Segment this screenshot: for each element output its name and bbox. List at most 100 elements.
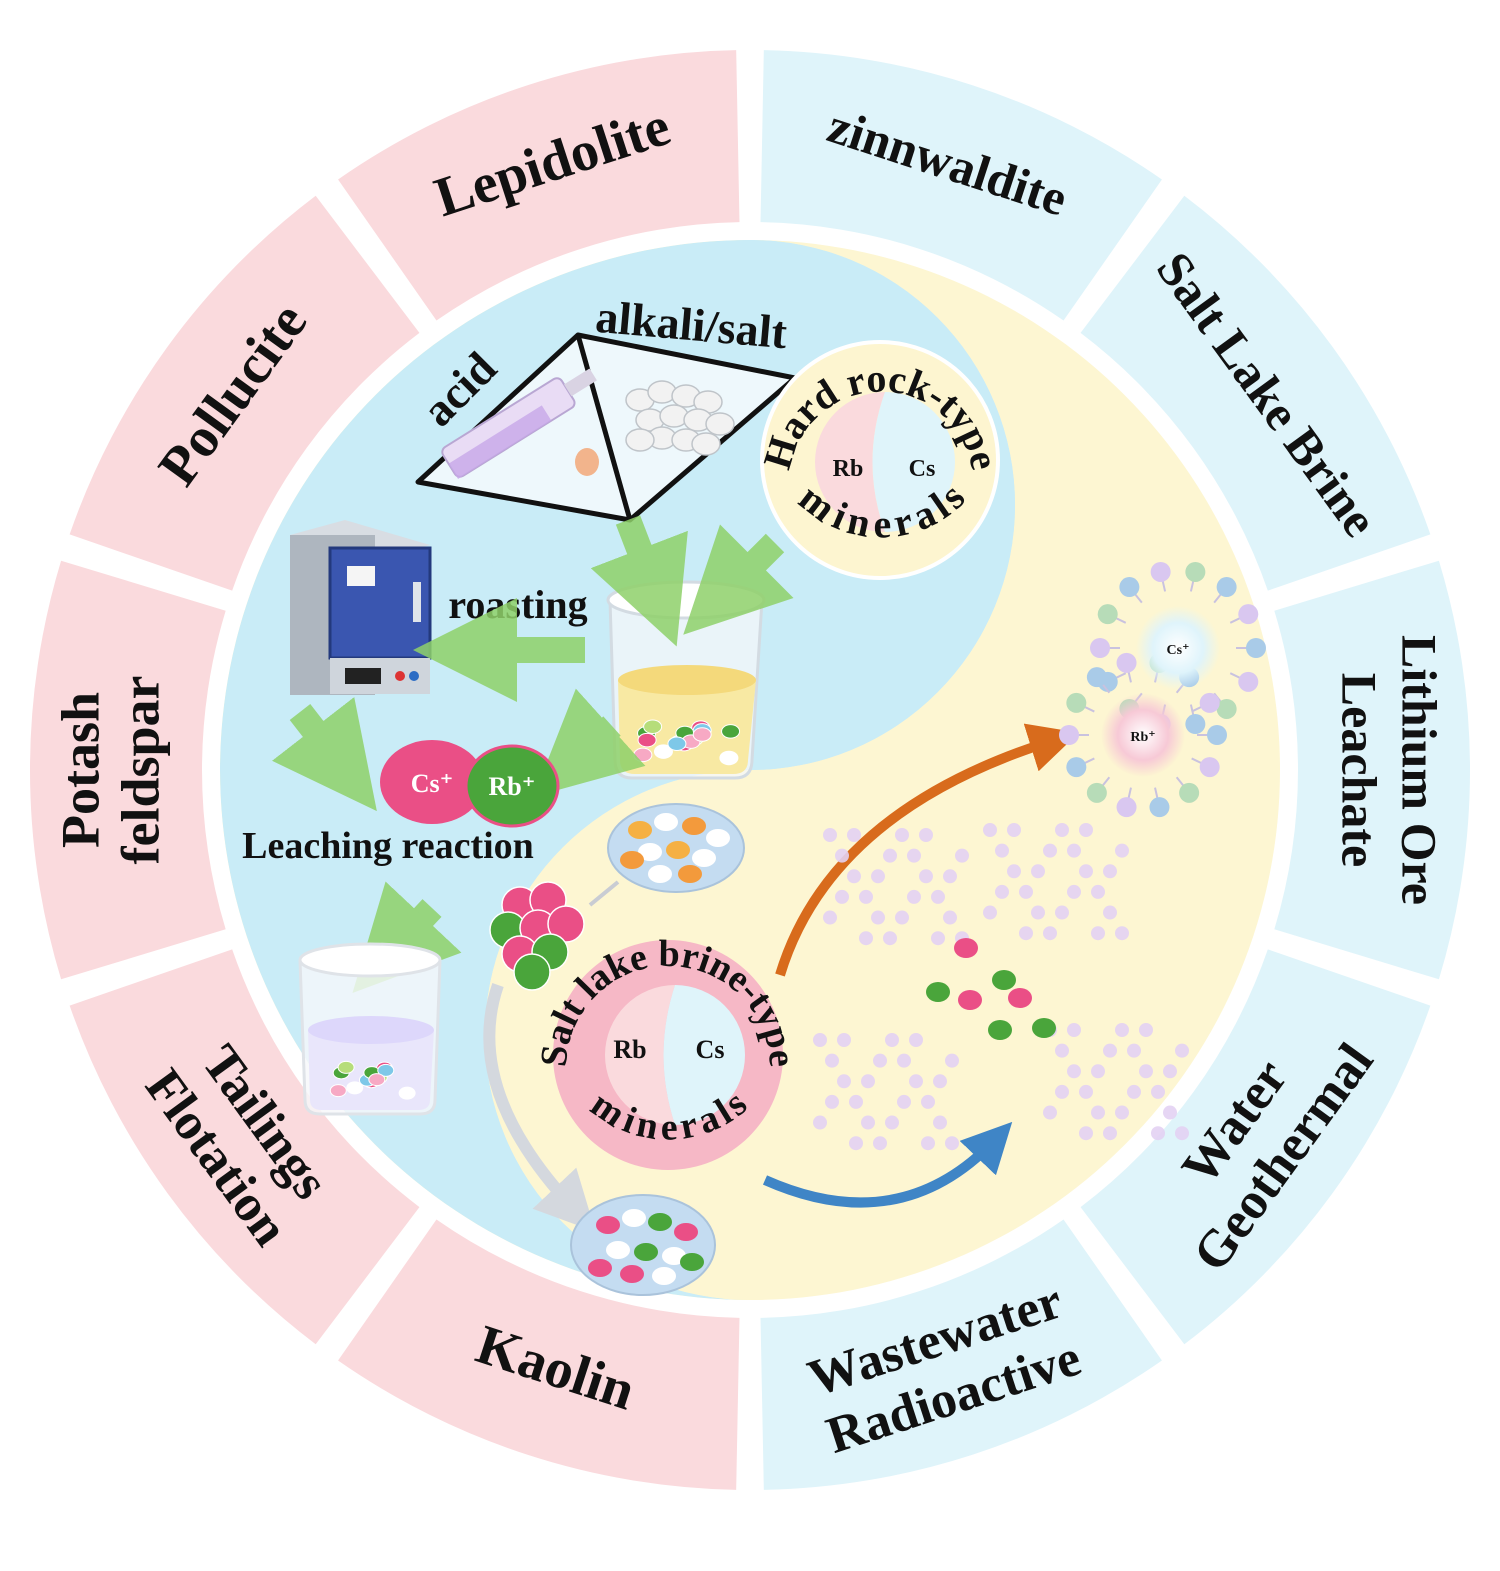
lattice-node [1067, 843, 1081, 858]
ligand-bead [1179, 782, 1200, 803]
lattice-node [909, 1033, 923, 1047]
adsorbent-bead [654, 813, 678, 831]
adsorbent-bead [678, 865, 702, 883]
lattice-node [1079, 823, 1093, 837]
ring-label-feldspar: feldspar [110, 676, 170, 865]
ring-segment [29, 560, 226, 980]
lattice-node [1091, 884, 1105, 899]
lattice-node [871, 869, 885, 884]
ligand-bead [1246, 638, 1266, 658]
lattice-node [1043, 926, 1057, 941]
lattice-node [1139, 1023, 1153, 1037]
lattice-node [919, 828, 933, 842]
lattice-node [1127, 1043, 1141, 1058]
ion-cluster-icon [489, 881, 585, 991]
lattice-node [931, 931, 945, 946]
adsorbed-ion [634, 1243, 658, 1261]
lattice-node [1103, 905, 1117, 920]
ring-label-leachate: Leachate [1332, 673, 1388, 867]
ion-ball [368, 1073, 386, 1087]
adsorbed-ion [622, 1209, 646, 1227]
ion-ball [633, 747, 653, 763]
cs-complex-label: Cs⁺ [1167, 643, 1190, 658]
ring-segment [338, 50, 740, 321]
lattice-node [1007, 864, 1021, 879]
adsorbed-ion [588, 1259, 612, 1277]
adsorbent-bead [638, 843, 662, 861]
lattice-node [983, 823, 997, 837]
lattice-node [861, 1074, 875, 1089]
lattice-node [847, 869, 861, 884]
adsorbed-ion [648, 1213, 672, 1231]
lattice-node [1043, 843, 1057, 858]
free-ion [958, 990, 982, 1010]
ligand-bead [1185, 714, 1206, 735]
lattice-node [1163, 1064, 1177, 1079]
lattice-node [859, 931, 873, 946]
connector-line [588, 880, 620, 907]
ligand-bead [1199, 692, 1220, 713]
lattice-node [1019, 884, 1033, 899]
ligand-bead [1238, 671, 1259, 692]
ligand-bead [1086, 667, 1107, 688]
ion-ball [346, 1081, 364, 1095]
free-ion [954, 938, 978, 958]
lattice-node [933, 1074, 947, 1089]
lattice-node [1067, 1064, 1081, 1079]
ion-ball [721, 724, 741, 739]
lattice-node [1175, 1126, 1189, 1141]
adsorbed-ion [620, 1265, 644, 1283]
ring-segment [760, 1219, 1162, 1490]
hard-rock-badge: Rb Cs Hard rock-type minerals [754, 340, 1008, 580]
salt-pellets-icon [625, 380, 735, 456]
ion-sphere [547, 905, 585, 943]
ring-segment [1080, 949, 1431, 1345]
adsorbed-ion [662, 1247, 686, 1265]
lattice-node [847, 828, 861, 842]
lattice-node [921, 1136, 935, 1151]
lattice-node [837, 1033, 851, 1047]
lattice-node [995, 843, 1009, 858]
pellet [625, 428, 655, 452]
brine-cs-label: Cs [696, 1035, 725, 1064]
adsorbent-dish-bottom [570, 1194, 716, 1296]
lattice-node [1067, 1023, 1081, 1037]
ligand-bead [1216, 577, 1237, 598]
leaching-reaction-label: Leaching reaction [242, 825, 534, 867]
ring-segment [1274, 560, 1471, 980]
lattice-node [1115, 926, 1129, 941]
brine-rb-label: Rb [613, 1035, 646, 1064]
cs-complex-center [1136, 606, 1220, 690]
lattice-node [825, 1094, 839, 1109]
lattice-node [1127, 1084, 1141, 1099]
regeneration-arrow [483, 983, 596, 1232]
lattice-node [1163, 1105, 1177, 1120]
adsorbent-bead [692, 849, 716, 867]
adsorbed-ion [606, 1241, 630, 1259]
ion-ball [643, 719, 663, 734]
rb-complex-center [1101, 693, 1185, 777]
adsorbent-bead [666, 841, 690, 859]
oven-icon [290, 520, 432, 695]
ring-segment [760, 50, 1162, 321]
lattice-node [823, 910, 837, 925]
lattice-node [1139, 1064, 1153, 1079]
lattice-node [1055, 905, 1069, 920]
ligand-bead [1086, 782, 1107, 803]
lattice-node [849, 1136, 863, 1151]
lattice-node [1019, 926, 1033, 941]
ion-ball [377, 1063, 395, 1077]
free-ion [988, 1020, 1012, 1040]
lattice-node [1055, 1043, 1069, 1058]
ring-segment [338, 1219, 740, 1490]
ion-ball [329, 1084, 347, 1098]
adsorbed-ion [674, 1223, 698, 1241]
lattice-node [945, 1053, 959, 1068]
lattice-node [849, 1094, 863, 1109]
lattice-node [1079, 864, 1093, 879]
lattice-node [859, 889, 873, 904]
lattice-node [1103, 1043, 1117, 1058]
